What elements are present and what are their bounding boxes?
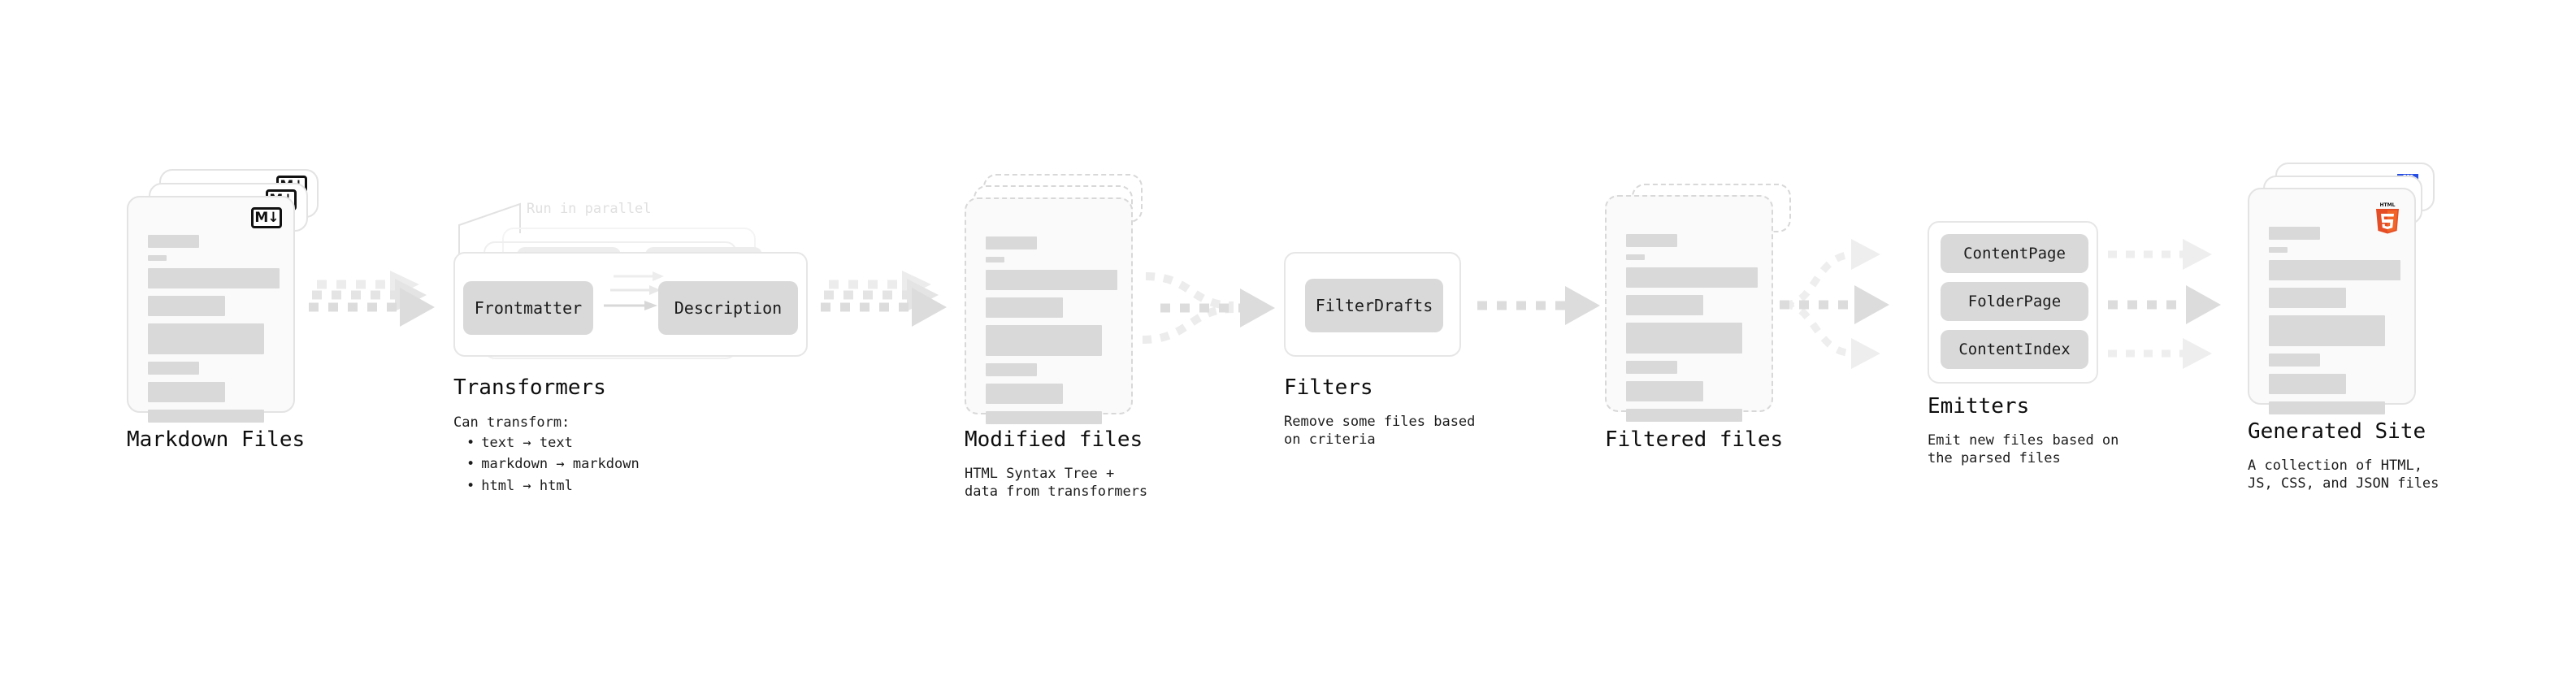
transformers-bullet-2: html → html: [466, 475, 640, 497]
markdown-title: Markdown Files: [127, 427, 306, 452]
filters-box: FilterDrafts: [1284, 252, 1461, 357]
transformer-pill-frontmatter[interactable]: Frontmatter: [463, 281, 593, 335]
markdown-card-front: M↓: [127, 196, 295, 423]
document-placeholder-bars: [148, 235, 280, 430]
generated-title: Generated Site: [2248, 419, 2426, 444]
emitter-pill-folderpage[interactable]: FolderPage: [1941, 282, 2088, 321]
emitter-pill-contentindex[interactable]: ContentIndex: [1941, 330, 2088, 369]
filtered-title: Filtered files: [1605, 427, 1784, 452]
flow-filtered-to-emitters: [1780, 239, 1889, 369]
filtered-caption: Filtered files: [1605, 427, 1783, 452]
transformers-bullet-list: text → text markdown → markdown html → h…: [453, 432, 640, 497]
svg-text:HTML: HTML: [2380, 202, 2396, 208]
markdown-caption: Markdown Files: [127, 427, 305, 452]
filters-sub: Remove some files based on criteria: [1284, 414, 1476, 449]
transformers-caption: Transformers Can transform: text → text …: [453, 375, 640, 497]
markdown-icon: M↓: [251, 207, 282, 228]
filters-title: Filters: [1284, 375, 1373, 400]
emitters-caption: Emitters Emit new files based on the par…: [1928, 394, 2118, 468]
transformer-inner-arrows: [604, 271, 664, 310]
document-placeholder-bars: [1626, 234, 1758, 429]
modified-title: Modified files: [965, 427, 1143, 452]
filters-caption: Filters Remove some files based on crite…: [1284, 375, 1475, 449]
filter-pill-filterdrafts[interactable]: FilterDrafts: [1305, 279, 1443, 332]
emitters-title: Emitters: [1928, 394, 2030, 419]
modified-card-front: [965, 197, 1133, 424]
generated-sub: A collection of HTML, JS, CSS, and JSON …: [2248, 458, 2439, 492]
transformers-sub-lead: Can transform:: [453, 414, 570, 431]
flow-filters-to-filtered: [1477, 286, 1600, 325]
run-in-parallel-label: Run in parallel: [527, 201, 652, 217]
flow-modified-to-filters: [1142, 272, 1275, 344]
html5-icon: HTML: [2376, 202, 2399, 234]
filtered-card-front: [1605, 195, 1773, 422]
emitters-sub: Emit new files based on the parsed files: [1928, 432, 2119, 467]
transformers-bullet-1: markdown → markdown: [466, 453, 639, 475]
emitters-box: ContentPage FolderPage ContentIndex: [1928, 221, 2098, 384]
run-in-parallel-bracket: [458, 202, 521, 256]
modified-sub: HTML Syntax Tree + data from transformer…: [965, 466, 1148, 501]
transformer-pill-description[interactable]: Description: [658, 281, 798, 335]
emitter-pill-contentpage[interactable]: ContentPage: [1941, 234, 2088, 273]
document-placeholder-bars: [986, 236, 1117, 432]
generated-caption: Generated Site A collection of HTML, JS,…: [2248, 419, 2439, 493]
flow-transformers-to-modified: [821, 271, 947, 327]
modified-caption: Modified files HTML Syntax Tree + data f…: [965, 427, 1147, 501]
document-placeholder-bars: [2269, 227, 2400, 422]
transformers-bullet-0: text → text: [466, 432, 640, 453]
flow-markdown-to-transformers: [309, 271, 435, 327]
generated-card-front: HTML: [2248, 188, 2416, 414]
transformers-title: Transformers: [453, 375, 606, 400]
flow-emitters-to-generated: [2108, 239, 2221, 369]
